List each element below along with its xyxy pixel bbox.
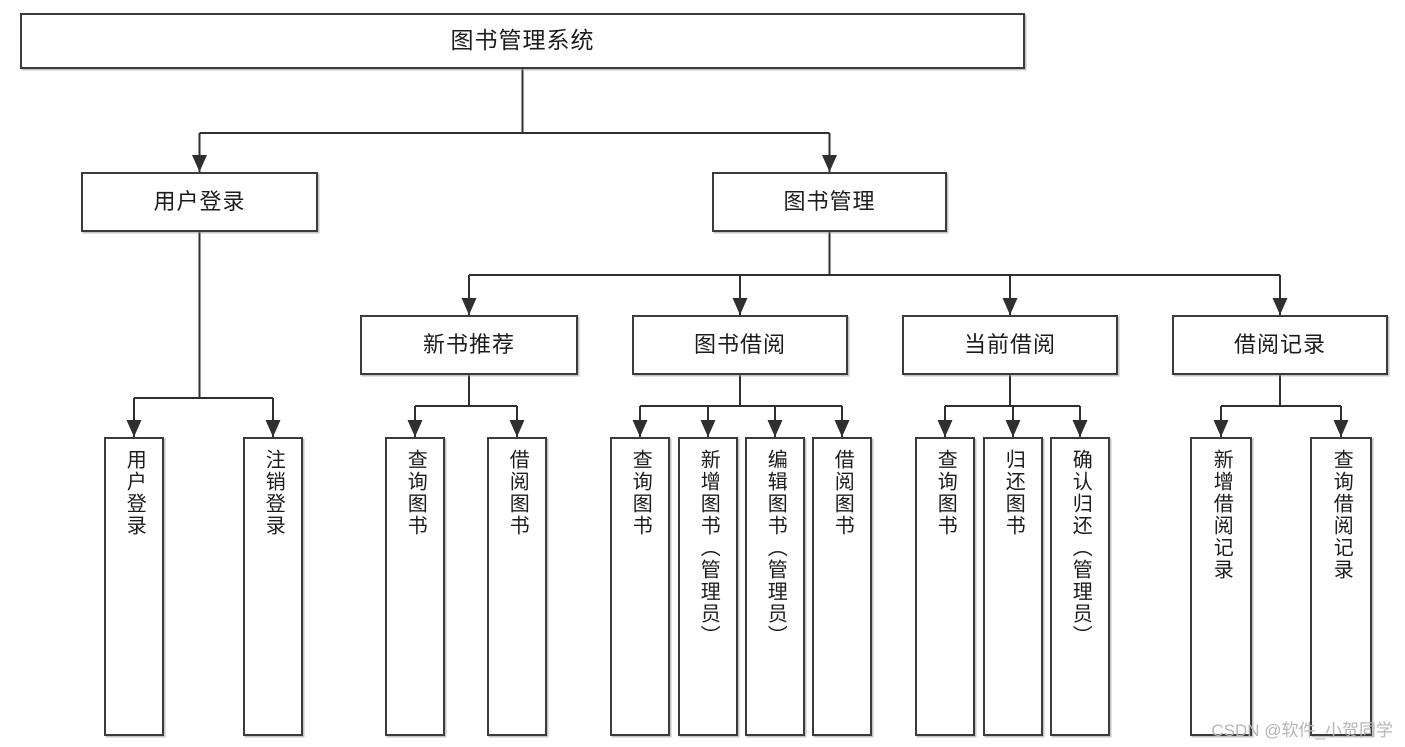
node-label: 借阅图书 bbox=[831, 449, 854, 537]
node-label: 新增借阅记录 bbox=[1210, 449, 1233, 581]
node-book-manage[interactable]: 图书管理 bbox=[712, 172, 947, 232]
connector-arrowhead bbox=[700, 420, 716, 437]
node-leaf-user-login[interactable]: 用户登录 bbox=[104, 437, 164, 736]
connector-arrowhead bbox=[1005, 420, 1021, 437]
connector-arrowhead bbox=[767, 420, 783, 437]
node-leaf-query-record[interactable]: 查询借阅记录 bbox=[1310, 437, 1372, 736]
node-leaf-borrow-book[interactable]: 借阅图书 bbox=[812, 437, 872, 736]
node-label: 注销登录 bbox=[262, 449, 285, 537]
node-label: 图书管理 bbox=[783, 188, 876, 214]
node-leaf-borrow-book-rec[interactable]: 借阅图书 bbox=[487, 437, 547, 736]
connector-arrowhead bbox=[822, 155, 837, 172]
connector-arrowhead bbox=[509, 420, 525, 437]
connector-arrowhead bbox=[732, 298, 748, 315]
node-leaf-query-book-borrow[interactable]: 查询图书 bbox=[610, 437, 670, 736]
connector-arrowhead bbox=[1333, 420, 1349, 437]
connector-arrowhead bbox=[192, 155, 207, 172]
connector-arrowhead bbox=[461, 298, 477, 315]
node-leaf-logout[interactable]: 注销登录 bbox=[243, 437, 303, 736]
node-label: 用户登录 bbox=[153, 188, 246, 214]
node-current-borrow[interactable]: 当前借阅 bbox=[902, 315, 1118, 375]
connector-arrowhead bbox=[632, 420, 648, 437]
node-label: 查询图书 bbox=[934, 449, 957, 537]
node-book-borrow[interactable]: 图书借阅 bbox=[632, 315, 848, 375]
node-user-login[interactable]: 用户登录 bbox=[81, 172, 318, 232]
node-label: 查询借阅记录 bbox=[1330, 449, 1353, 581]
node-label: 编辑图书（管理员） bbox=[764, 449, 787, 647]
node-leaf-return-book[interactable]: 归还图书 bbox=[983, 437, 1043, 736]
connector-arrowhead bbox=[407, 420, 423, 437]
node-label: 用户登录 bbox=[123, 449, 146, 537]
node-label: 新增图书（管理员） bbox=[697, 449, 720, 647]
node-root[interactable]: 图书管理系统 bbox=[20, 13, 1025, 69]
node-label: 图书借阅 bbox=[693, 331, 786, 357]
node-label: 当前借阅 bbox=[963, 331, 1056, 357]
node-leaf-confirm-return[interactable]: 确认归还（管理员） bbox=[1050, 437, 1110, 736]
connector-arrowhead bbox=[1002, 298, 1018, 315]
node-leaf-query-book-current[interactable]: 查询图书 bbox=[915, 437, 975, 736]
node-leaf-add-record[interactable]: 新增借阅记录 bbox=[1190, 437, 1252, 736]
node-label: 借阅记录 bbox=[1233, 331, 1326, 357]
connector-arrowhead bbox=[1072, 420, 1088, 437]
node-label: 查询图书 bbox=[629, 449, 652, 537]
connector-arrowhead bbox=[265, 420, 281, 437]
connector-arrowhead bbox=[1213, 420, 1229, 437]
connector-arrowhead bbox=[126, 420, 142, 437]
node-label: 确认归还（管理员） bbox=[1069, 449, 1092, 647]
node-label: 查询图书 bbox=[404, 449, 427, 537]
node-leaf-query-book-rec[interactable]: 查询图书 bbox=[385, 437, 445, 736]
node-label: 归还图书 bbox=[1002, 449, 1025, 537]
connector-arrowhead bbox=[1272, 298, 1288, 315]
node-leaf-add-book[interactable]: 新增图书（管理员） bbox=[678, 437, 738, 736]
node-label: 借阅图书 bbox=[506, 449, 529, 537]
node-borrow-record[interactable]: 借阅记录 bbox=[1172, 315, 1388, 375]
node-new-book-recommend[interactable]: 新书推荐 bbox=[360, 315, 578, 375]
node-label: 图书管理系统 bbox=[450, 27, 595, 54]
watermark-label: CSDN @软件_小贺同学 bbox=[1211, 721, 1393, 740]
connector-arrowhead bbox=[937, 420, 953, 437]
node-leaf-edit-book[interactable]: 编辑图书（管理员） bbox=[745, 437, 805, 736]
connector-arrowhead bbox=[834, 420, 850, 437]
node-label: 新书推荐 bbox=[422, 331, 515, 357]
